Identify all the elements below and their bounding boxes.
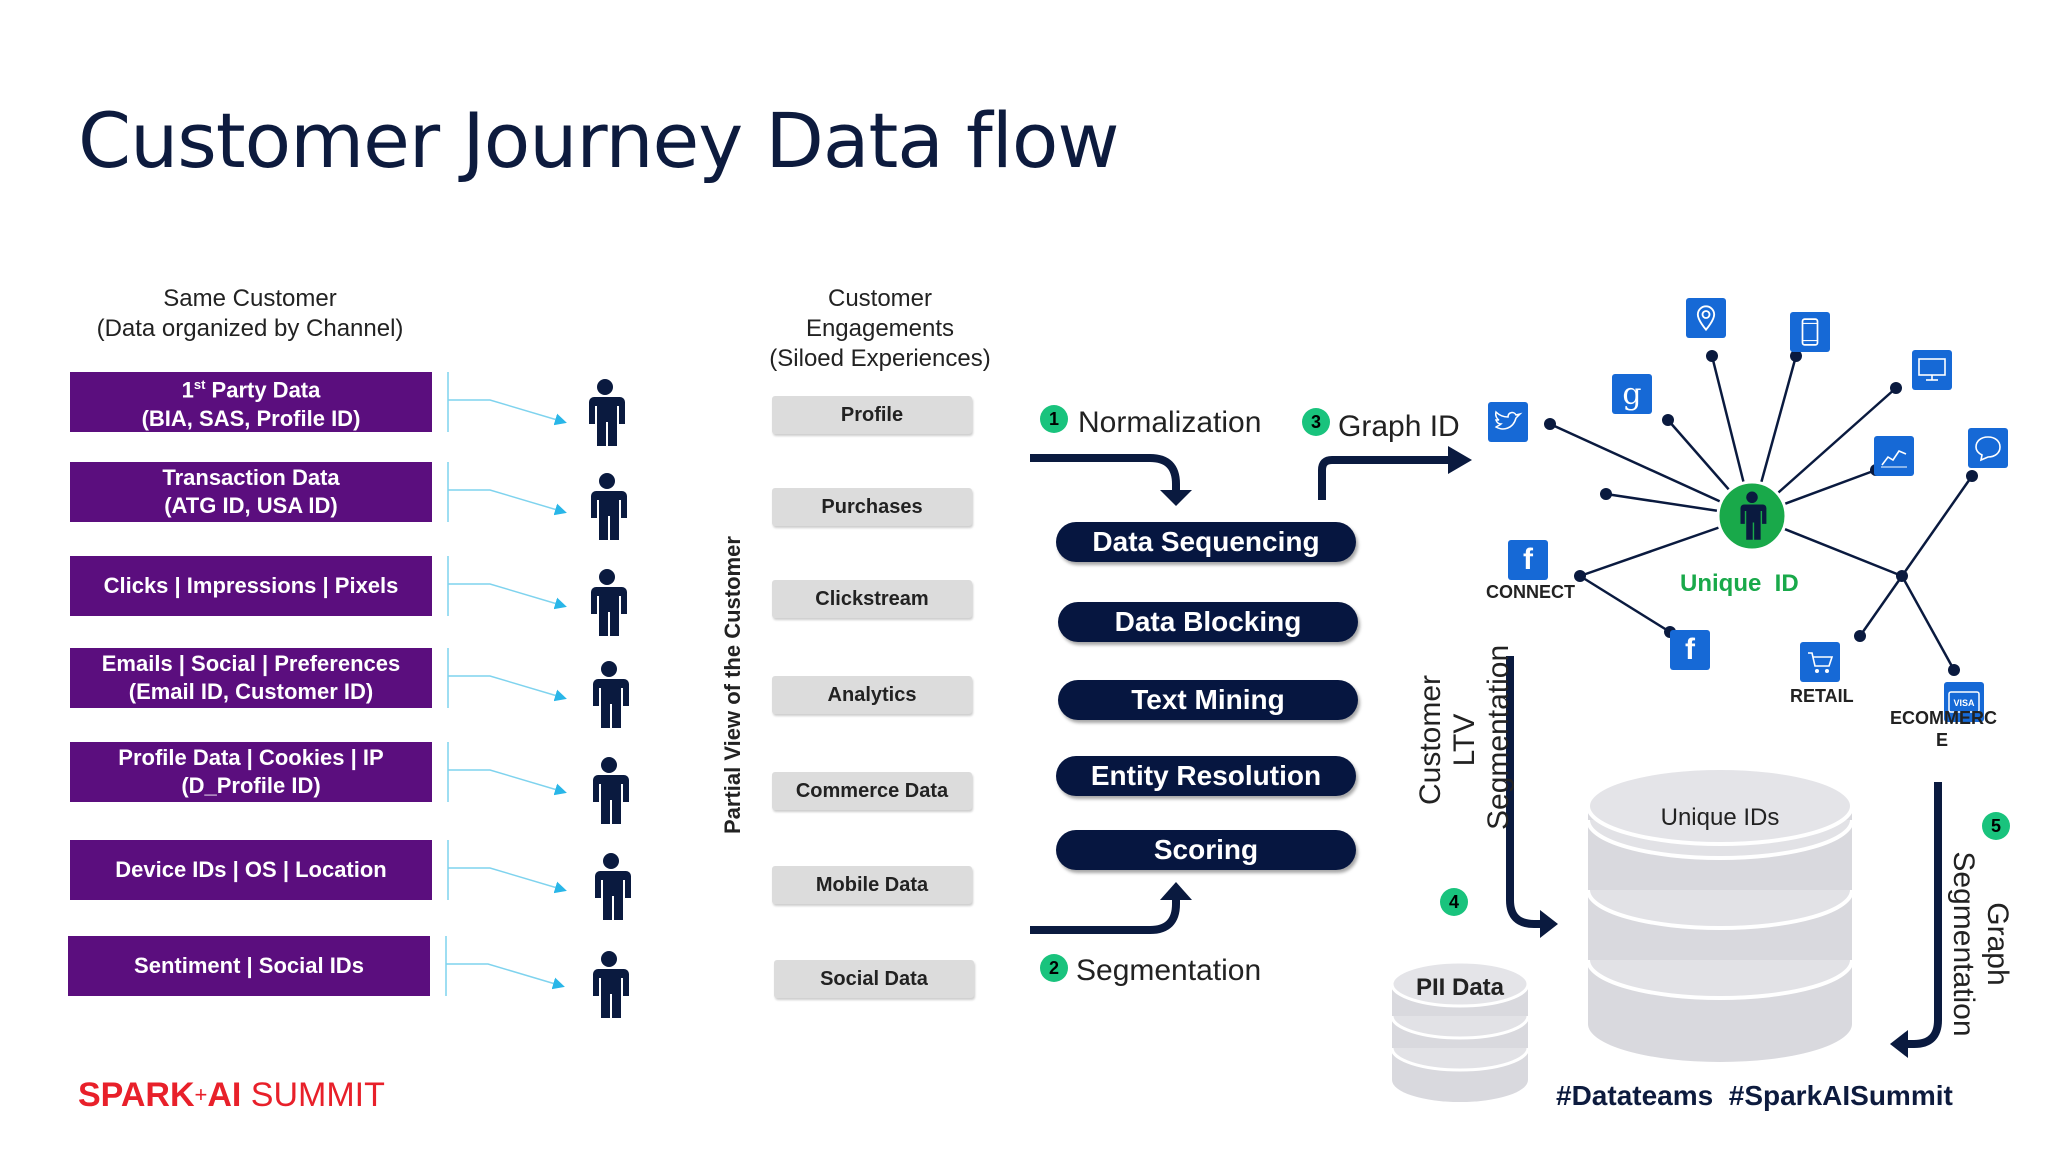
page-title: Customer Journey Data flow <box>78 96 1120 185</box>
google-icon: g <box>1612 374 1652 414</box>
connect-label: CONNECT <box>1486 582 1575 602</box>
channel-line2: (Email ID, Customer ID) <box>128 679 374 704</box>
channel-box-clicks: Clicks | Impressions | Pixels <box>70 556 432 616</box>
channel-box-sentiment: Sentiment | Social IDs <box>68 936 430 996</box>
engagement-clickstream: Clickstream <box>772 580 972 618</box>
channel-box-first-party: 1st Party Data (BIA, SAS, Profile ID) <box>70 372 432 432</box>
engagement-social-data: Social Data <box>774 960 974 998</box>
step-label-segmentation: Segmentation <box>1076 954 1262 987</box>
step-badge-4: 4 <box>1440 888 1468 916</box>
channel-box-profile: Profile Data | Cookies | IP (D_Profile I… <box>70 742 432 802</box>
engagement-profile: Profile <box>772 396 972 434</box>
channel-line2: (BIA, SAS, Profile ID) <box>141 405 361 431</box>
channel-line1-rest: Party Data <box>205 377 321 403</box>
logo-spark: SPARK <box>78 1076 195 1114</box>
channel-box-emails: Emails | Social | Preferences (Email ID,… <box>70 648 432 708</box>
middle-column-header: Customer Engagements (Siloed Experiences… <box>769 285 991 372</box>
channel-line1: 1 <box>181 377 194 403</box>
process-entity-resolution: Entity Resolution <box>1056 756 1356 796</box>
channel-line2: (D_Profile ID) <box>181 773 321 798</box>
step-badge-2: 2 <box>1040 954 1068 982</box>
engagement-mobile-data: Mobile Data <box>772 866 972 904</box>
logo-summit: SUMMIT <box>241 1076 385 1114</box>
engagement-commerce-data: Commerce Data <box>772 772 972 810</box>
twitter-icon <box>1488 402 1528 442</box>
svg-text:VISA: VISA <box>1953 698 1975 708</box>
step-label-graph-id: Graph ID <box>1338 410 1460 443</box>
channel-line1: Profile Data | Cookies | IP <box>118 745 384 770</box>
arrow-customer-ltv <box>1506 656 1540 928</box>
unique-ids-label: Unique IDs <box>1660 804 1780 831</box>
arrow-graph-segmentation <box>1908 782 1942 1048</box>
left-column-header: Same Customer (Data organized by Channel… <box>96 285 404 342</box>
pii-data-label: PII Data <box>1415 974 1505 1001</box>
mobile-phone-icon <box>1790 312 1830 352</box>
unique-id-label: Unique ID <box>1680 570 1799 597</box>
facebook-icon: f <box>1670 630 1710 670</box>
channel-line2: (ATG ID, USA ID) <box>164 493 338 518</box>
step-label-normalization: Normalization <box>1078 406 1262 439</box>
retail-label: RETAIL <box>1790 686 1854 706</box>
ecommerce-label: ECOMMERC <box>1890 708 1997 728</box>
arrow-normalization <box>1030 454 1180 490</box>
ecommerce-label-wrap: E <box>1936 730 1949 750</box>
spark-ai-summit-logo: SPARK+AI SUMMIT <box>78 1076 385 1115</box>
channel-box-transaction: Transaction Data (ATG ID, USA ID) <box>70 462 432 522</box>
hashtags: #Datateams #SparkAISummit <box>1556 1080 1953 1111</box>
channel-line1: Device IDs | OS | Location <box>115 857 387 882</box>
visa-card-icon: VISA <box>1944 682 1984 722</box>
process-text-mining: Text Mining <box>1058 680 1358 720</box>
process-data-sequencing: Data Sequencing <box>1056 522 1356 562</box>
step-badge-5: 5 <box>1982 812 2010 840</box>
chat-bubble-icon <box>1968 428 2008 468</box>
engagement-purchases: Purchases <box>772 488 972 526</box>
channel-line1: Sentiment | Social IDs <box>134 953 364 978</box>
arrow-segmentation <box>1030 900 1180 934</box>
location-pin-icon <box>1686 298 1726 338</box>
facebook-icon: f <box>1508 540 1548 580</box>
channel-superscript: st <box>193 377 206 393</box>
arrow-graph-id <box>1318 456 1450 500</box>
pii-database <box>1390 960 1530 1102</box>
connector-lines <box>445 372 564 996</box>
channel-line1: Clicks | Impressions | Pixels <box>103 573 399 598</box>
channel-line1: Emails | Social | Preferences <box>101 651 401 676</box>
step-badge-1: 1 <box>1040 405 1068 433</box>
monitor-icon <box>1912 350 1952 390</box>
logo-plus: + <box>194 1082 208 1107</box>
shopping-cart-icon <box>1800 642 1840 682</box>
channel-line1: Transaction Data <box>162 465 340 490</box>
process-scoring: Scoring <box>1056 830 1356 870</box>
process-data-blocking: Data Blocking <box>1058 602 1358 642</box>
engagement-analytics: Analytics <box>772 676 972 714</box>
unique-ids-database <box>1586 766 1854 1062</box>
step-badge-3: 3 <box>1302 408 1330 436</box>
logo-ai: AI <box>207 1076 242 1114</box>
analytics-chart-icon <box>1874 436 1914 476</box>
channel-box-device: Device IDs | OS | Location <box>70 840 432 900</box>
